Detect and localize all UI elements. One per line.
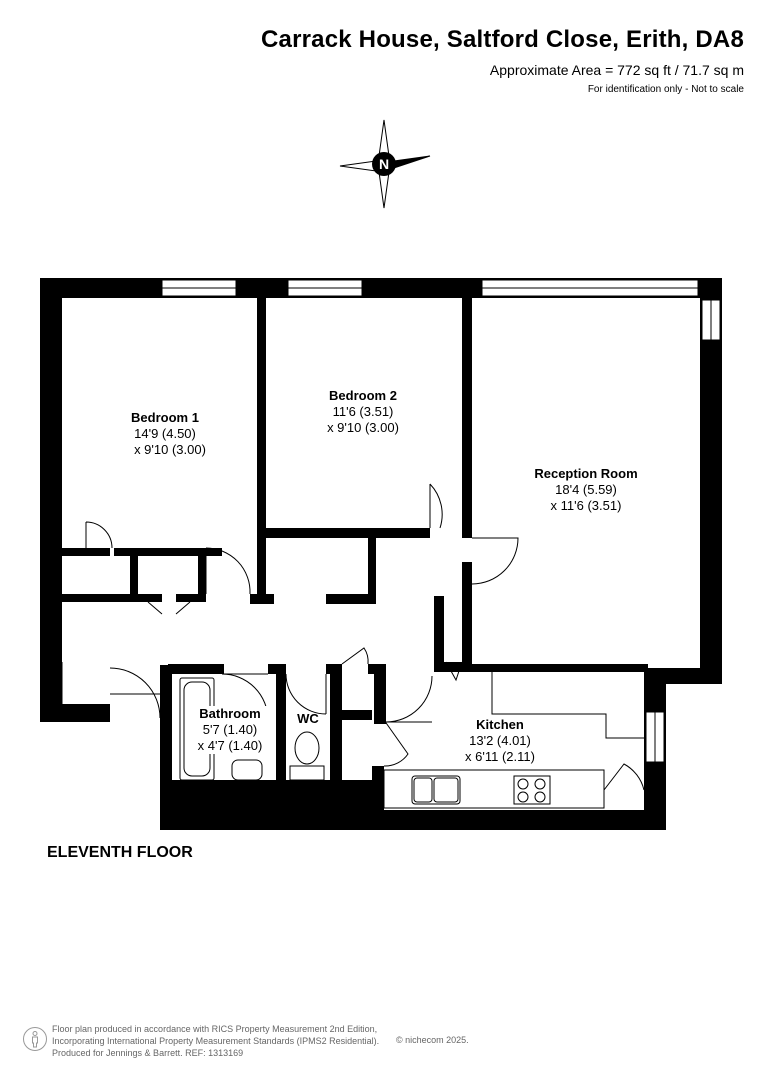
room-dimension: x 9'10 (3.00): [327, 420, 399, 435]
kitchen-door: [385, 675, 433, 723]
footer-line: Incorporating International Property Mea…: [52, 1036, 380, 1046]
hall-small-door: [445, 661, 463, 682]
bathroom-top: [168, 664, 224, 674]
room-dimension: 11'6 (3.51): [332, 404, 394, 419]
kitchen-top-left: [434, 662, 472, 672]
cupboard-shelf-wall: [342, 710, 372, 720]
outer-wall-right-reception: [700, 278, 722, 684]
footer-line: Produced for Jennings & Barrett. REF: 13…: [52, 1048, 244, 1058]
toilet-cistern: [289, 765, 325, 781]
kitchen-cupboard-door: [383, 719, 409, 767]
compass-north-letter: N: [379, 156, 389, 172]
room-dimension: x 11'6 (3.51): [550, 498, 622, 513]
wall-bed2-bottom: [266, 528, 430, 538]
wc-right-wall: [330, 664, 342, 782]
kitchen-side-door: [603, 763, 645, 806]
hall-right-wall: [434, 596, 444, 672]
hall-post-right: [326, 594, 376, 604]
room-name: Bedroom 1: [131, 410, 199, 425]
outer-wall-left: [40, 278, 62, 722]
footer-copyright: © nichecom 2025.: [396, 1035, 469, 1045]
bathroom-wc-wall: [276, 664, 286, 782]
room-dimension: 14'9 (4.50): [134, 426, 196, 441]
bedroom2-door: [429, 483, 443, 529]
toilet-bowl: [294, 731, 320, 765]
hall-post-left: [250, 594, 274, 604]
wall-bed2-reception: [462, 278, 472, 538]
wall-bed1-bed2: [257, 278, 266, 604]
room-name: Bedroom 2: [329, 388, 397, 403]
room-name: Reception Room: [534, 466, 638, 481]
room-dimension: 18'4 (5.59): [555, 482, 617, 497]
room-bathroom: Bathroom 5'7 (1.40) x 4'7 (1.40): [188, 706, 272, 754]
floor-label: ELEVENTH FLOOR: [47, 844, 193, 861]
room-bedroom-1: Bedroom 1 14'9 (4.50) x 9'10 (3.00): [100, 410, 230, 458]
wall-reception-lower: [462, 562, 472, 672]
hall-cupboard-door: [341, 647, 369, 665]
entrance-door: [61, 662, 161, 722]
bedroom1-wardrobe-door: [85, 521, 113, 549]
room-kitchen: Kitchen 13'2 (4.01) x 6'11 (2.11): [440, 717, 560, 765]
outer-wall-bottom-left: [40, 704, 110, 722]
kitchen-top: [462, 664, 648, 672]
cupboard-right-wall: [374, 664, 386, 724]
wall-bed1-bottom-left: [62, 548, 110, 556]
kitchen-unit-outline: [491, 672, 644, 739]
room-bedroom-2: Bedroom 2 11'6 (3.51) x 9'10 (3.00): [298, 388, 428, 436]
room-dimension: x 9'10 (3.00): [134, 442, 206, 457]
wc-door: [285, 673, 327, 715]
room-name: Bathroom: [199, 706, 261, 721]
reception-door: [471, 537, 519, 585]
approximate-area: Approximate Area = 772 sq ft / 71.7 sq m: [489, 62, 744, 78]
compass-icon: N: [339, 119, 431, 209]
cupboard-bottom-right: [176, 594, 206, 602]
bedroom1-door: [205, 547, 251, 595]
hall-stub: [368, 530, 376, 604]
room-dimension: 13'2 (4.01): [469, 733, 531, 748]
bathroom-sink: [231, 759, 263, 781]
room-dimension: x 4'7 (1.40): [197, 738, 263, 753]
cupboard-doors: [147, 601, 191, 615]
kitchen-left-wall: [372, 766, 384, 810]
cupboard-bottom-left: [62, 594, 162, 602]
cupboard-divider: [130, 556, 138, 602]
cupboard-right: [198, 548, 206, 602]
service-block: [160, 780, 384, 830]
identification-note: For identification only - Not to scale: [587, 84, 744, 95]
wall-bed1-bottom-right: [114, 548, 222, 556]
room-reception: Reception Room 18'4 (5.59) x 11'6 (3.51): [516, 466, 656, 514]
property-address: Carrack House, Saltford Close, Erith, DA…: [261, 26, 744, 53]
room-name: WC: [297, 711, 319, 726]
footer-line: Floor plan produced in accordance with R…: [52, 1024, 378, 1034]
room-dimension: x 6'11 (2.11): [465, 749, 535, 764]
footer-disclaimer: Floor plan produced in accordance with R…: [52, 1023, 379, 1059]
room-dimension: 5'7 (1.40): [202, 722, 258, 737]
info-person-icon: [23, 1027, 47, 1051]
room-wc: WC: [288, 711, 328, 727]
room-name: Kitchen: [476, 717, 524, 732]
